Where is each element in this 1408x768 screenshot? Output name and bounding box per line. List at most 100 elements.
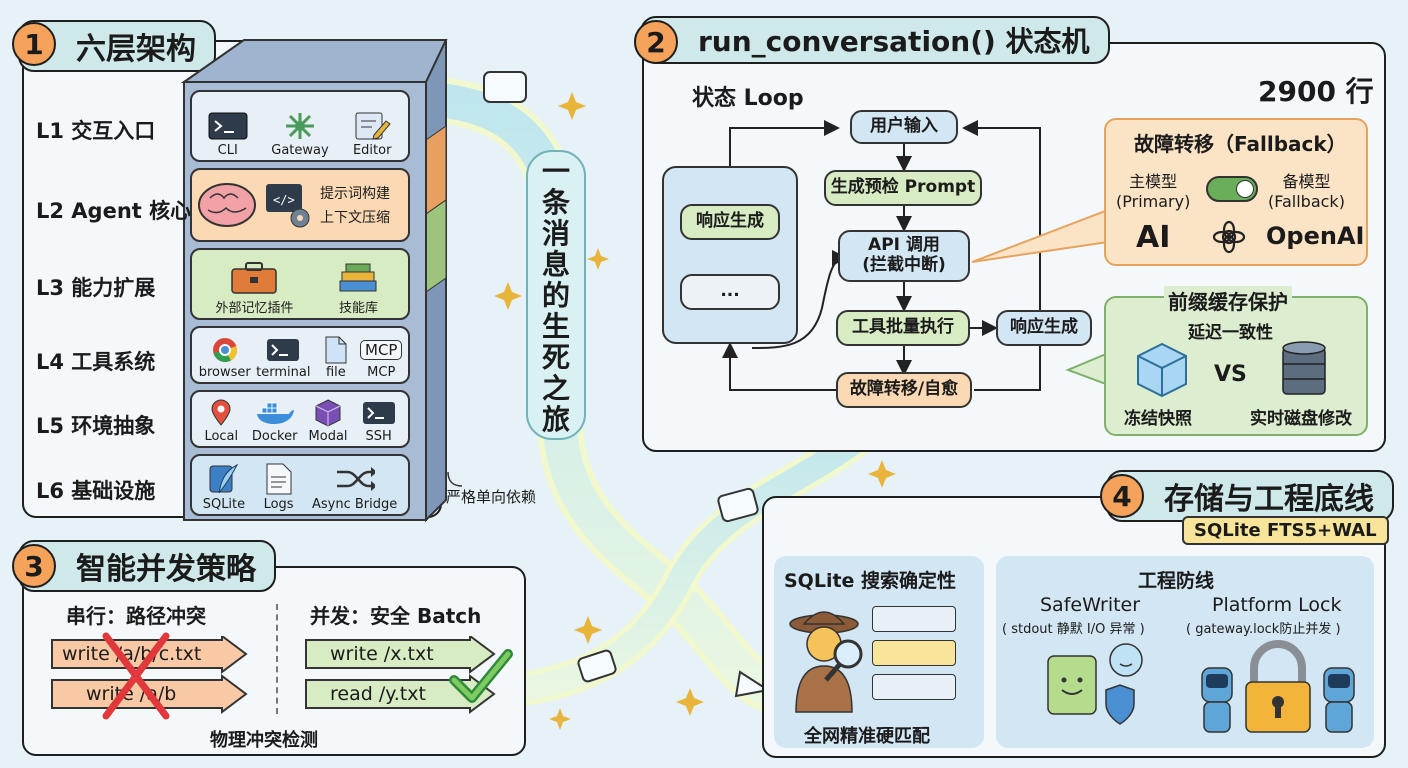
parallel-arrows <box>305 636 496 714</box>
gateway-network-icon <box>280 111 320 141</box>
search-result-card-3 <box>872 674 956 700</box>
mcp-badge-icon: MCP <box>360 337 403 363</box>
mcp-label: MCP <box>367 365 396 380</box>
openai-label: OpenAI <box>1266 222 1365 250</box>
journey-char: 一 <box>541 154 570 188</box>
panel3-number: 3 <box>24 549 44 583</box>
tool-batch-text: 工具批量执行 <box>852 317 954 338</box>
panel3-title-text: 智能并发策略 <box>76 552 256 587</box>
serial-item-1: write /a/b/c.txt <box>62 643 202 665</box>
response-left-text: 响应生成 <box>696 211 764 232</box>
brain-icon <box>196 178 258 232</box>
terminal-icon <box>263 337 303 363</box>
editor-pencil-icon <box>352 111 392 141</box>
panel1-number-badge: 1 <box>12 22 56 66</box>
safewriter-note: ( stdout 静默 I/O 异常 ) <box>1002 622 1145 637</box>
red-x-icon <box>102 632 170 720</box>
panel4-title-text: 存储与工程底线 <box>1164 482 1374 517</box>
safewriter-title: SafeWriter <box>1040 594 1141 616</box>
platform-lock-note: ( gateway.lock防止并发 ) <box>1186 622 1341 637</box>
cache-subtitle: 延迟一致性 <box>1188 323 1273 343</box>
svg-text:</>: </> <box>273 193 295 207</box>
state-loop-arrows <box>722 120 1041 391</box>
modal-cube-icon <box>308 399 348 427</box>
journey-char: 之 <box>541 371 570 405</box>
memory-plugin-label: 外部记忆插件 <box>215 301 294 316</box>
code-gear-icon: </> <box>264 180 314 230</box>
api-call-node: API 调用 (拦截中断) <box>838 230 970 282</box>
failover-callout-pointer <box>971 208 1109 263</box>
panel4-title: 存储与工程底线 <box>1106 470 1394 522</box>
skill-library-label: 技能库 <box>338 301 378 316</box>
ellipsis-node: ... <box>680 274 780 310</box>
journey-char: 息 <box>541 247 570 281</box>
mcp-badge-text: MCP <box>360 340 403 360</box>
engineering-defense-title: 工程防线 <box>1138 570 1215 592</box>
panel2-number-badge: 2 <box>634 20 678 64</box>
fallback-heal-node: 故障转移/自愈 <box>836 372 972 408</box>
frozen-snapshot-label: 冻结快照 <box>1124 409 1192 429</box>
terminal-icon <box>208 111 248 141</box>
user-input-node: 用户输入 <box>850 110 958 144</box>
docker-whale-icon <box>255 399 295 427</box>
terminal-label: terminal <box>256 365 311 380</box>
platform-lock-icon <box>1201 640 1355 733</box>
async-bridge-label: Async Bridge <box>311 497 398 512</box>
cache-title: 前缀缓存保护 <box>1164 286 1292 315</box>
layer-label-l3: L3 能力扩展 <box>36 276 156 300</box>
context-compress-label: 上下文压缩 <box>320 210 390 226</box>
panel2-number: 2 <box>646 25 666 59</box>
fallback-heal-text: 故障转移/自愈 <box>849 379 959 400</box>
sqlite-fts-badge-text: SQLite FTS5+WAL <box>1194 520 1377 541</box>
journey-char: 的 <box>541 278 570 312</box>
browser-item: browser <box>199 337 251 380</box>
vs-label: VS <box>1214 362 1247 387</box>
ssh-terminal-icon <box>359 399 399 427</box>
openai-icon <box>1212 220 1246 254</box>
ssh-item: SSH <box>359 399 399 444</box>
browser-label: browser <box>198 365 251 380</box>
panel4-number-badge: 4 <box>1100 474 1144 518</box>
sqlite-feather-icon <box>204 463 244 495</box>
failover-title: 故障转移（Fallback） <box>1134 132 1347 156</box>
logs-label: Logs <box>263 497 294 512</box>
layer-label-l5: L5 环境抽象 <box>36 414 156 438</box>
panel4-number: 4 <box>1112 479 1132 513</box>
layer-row-l3: 外部记忆插件 技能库 <box>190 248 410 320</box>
toggle-knob <box>1236 180 1254 198</box>
journey-char: 消 <box>541 216 570 250</box>
layer-row-l1: CLI Gateway Editor <box>190 90 410 162</box>
physical-conflict-label: 物理冲突检测 <box>210 730 318 751</box>
anthropic-logo: AI <box>1136 220 1171 255</box>
layer-row-l4: browser terminal file MCP MCP <box>190 326 410 384</box>
line-count: 2900 行 <box>1258 75 1374 108</box>
exact-match-label: 全网精准硬匹配 <box>804 726 930 747</box>
prompt-text: 生成预检 Prompt <box>830 177 976 198</box>
detective-icon <box>789 611 863 713</box>
local-label: Local <box>204 429 239 444</box>
chrome-browser-icon <box>205 337 245 363</box>
layer-label-l2: L2 Agent 核心 <box>36 199 192 223</box>
sqlite-item: SQLite <box>203 463 245 512</box>
shuffle-icon <box>335 463 375 495</box>
panel2-title-text: run_conversation() 状态机 <box>698 25 1090 58</box>
prompt-build-label: 提示词构建 <box>320 186 390 202</box>
search-result-card-1 <box>872 606 956 632</box>
search-determinism-title: SQLite 搜索确定性 <box>784 570 957 592</box>
docker-item: Docker <box>252 399 297 444</box>
search-result-card-2 <box>872 640 956 666</box>
parallel-item-1: write /x.txt <box>330 643 434 665</box>
journey-char: 死 <box>541 340 570 374</box>
column-divider <box>276 604 278 714</box>
panel1-number: 1 <box>24 27 44 61</box>
api-call-text: API 调用 (拦截中断) <box>862 235 946 275</box>
journey-char: 旅 <box>541 402 570 436</box>
journey-char: 条 <box>541 185 570 219</box>
l2-labels: 提示词构建 上下文压缩 <box>320 182 390 230</box>
sqlite-label: SQLite <box>202 497 246 512</box>
journey-vertical-title: 一 条 消 息 的 生 死 之 旅 <box>526 150 586 440</box>
parallel-label: 并发：安全 Batch <box>310 604 482 628</box>
primary-model-label: 主模型 (Primary) <box>1116 172 1191 211</box>
cache-callout-pointer <box>1065 352 1107 386</box>
model-toggle-switch[interactable] <box>1206 176 1258 202</box>
